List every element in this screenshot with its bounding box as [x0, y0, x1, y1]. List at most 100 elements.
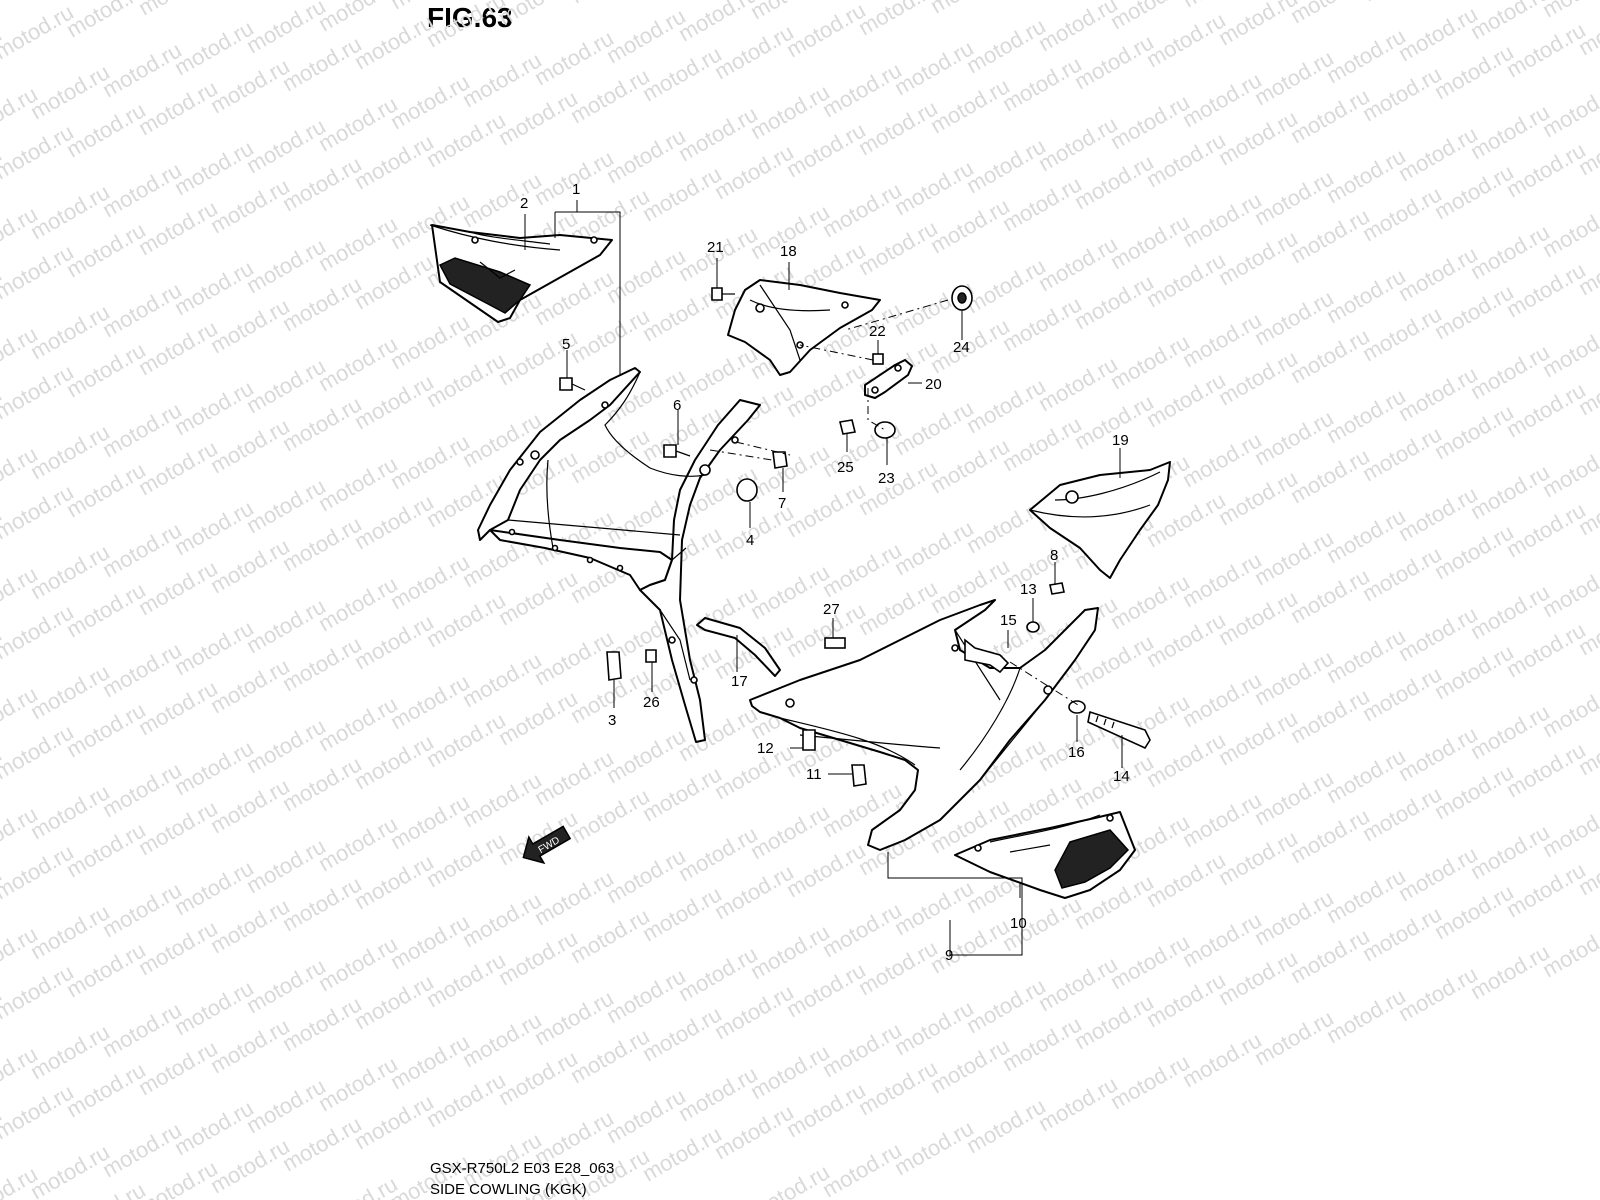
watermark-text: motod.ru: [0, 0, 78, 64]
callout-10[interactable]: 10: [1010, 915, 1027, 932]
callout-15[interactable]: 15: [1000, 612, 1017, 629]
callout-26[interactable]: 26: [643, 694, 660, 711]
watermark-text: motod.ru: [494, 565, 582, 630]
watermark-text: motod.ru: [710, 739, 798, 804]
watermark-text: motod.ru: [818, 57, 906, 122]
grommet-23[interactable]: [874, 421, 896, 439]
watermark-text: motod.ru: [1538, 437, 1600, 502]
watermark-text: motod.ru: [1034, 1071, 1122, 1136]
upper-decal[interactable]: [429, 224, 613, 323]
callout-5[interactable]: 5: [562, 336, 570, 353]
cushion-25[interactable]: [839, 419, 856, 435]
callout-16[interactable]: 16: [1068, 744, 1085, 761]
clip-13[interactable]: [1026, 621, 1040, 633]
watermark-text: motod.ru: [1034, 951, 1122, 1016]
callout-25[interactable]: 25: [837, 459, 854, 476]
callout-12[interactable]: 12: [757, 740, 774, 757]
callout-4[interactable]: 4: [746, 532, 754, 549]
callout-3[interactable]: 3: [608, 712, 616, 729]
callout-19[interactable]: 19: [1112, 432, 1129, 449]
watermark-text: motod.ru: [1322, 743, 1410, 808]
watermark-text: motod.ru: [1502, 617, 1590, 682]
watermark-text: motod.ru: [1178, 427, 1266, 492]
watermark-text: motod.ru: [98, 637, 186, 702]
watermark-text: motod.ru: [818, 897, 906, 962]
watermark-text: motod.ru: [638, 41, 726, 106]
inner-panel-18[interactable]: [727, 279, 881, 376]
watermark-text: motod.ru: [278, 151, 366, 216]
grommet-24[interactable]: [951, 285, 973, 311]
callout-17[interactable]: 17: [731, 673, 748, 690]
callout-21[interactable]: 21: [707, 239, 724, 256]
watermark-text: motod.ru: [566, 63, 654, 128]
callout-9[interactable]: 9: [945, 947, 953, 964]
screw-21[interactable]: [711, 287, 735, 301]
nut-11[interactable]: [851, 764, 867, 787]
callout-8[interactable]: 8: [1050, 547, 1058, 564]
strip-17[interactable]: [696, 617, 781, 677]
nut-3[interactable]: [606, 651, 622, 681]
callout-27[interactable]: 27: [823, 601, 840, 618]
callout-23[interactable]: 23: [878, 470, 895, 487]
watermark-text: motod.ru: [1250, 45, 1338, 110]
bolt-14[interactable]: [1087, 710, 1151, 750]
watermark-text: motod.ru: [134, 315, 222, 380]
watermark-text: motod.ru: [1250, 765, 1338, 830]
cushion-27[interactable]: [824, 637, 846, 649]
callout-22[interactable]: 22: [869, 323, 886, 340]
callout-1[interactable]: 1: [572, 181, 580, 198]
lower-decal[interactable]: [954, 811, 1136, 899]
watermark-text: motod.ru: [1034, 111, 1122, 176]
watermark-text: motod.ru: [206, 773, 294, 838]
watermark-text: motod.ru: [422, 827, 510, 892]
watermark-text: motod.ru: [962, 973, 1050, 1038]
watermark-text: motod.ru: [782, 117, 870, 182]
callout-labels: 1 2 3 4 5 6 7 8 9 10 11 12 13 14 15 16 1…: [520, 181, 1130, 964]
callout-11[interactable]: 11: [806, 766, 822, 783]
watermark-text: motod.ru: [350, 249, 438, 314]
watermark-text: motod.ru: [314, 571, 402, 636]
screw-26[interactable]: [645, 649, 657, 663]
watermark-text: motod.ru: [638, 881, 726, 946]
under-cowling[interactable]: [749, 599, 1099, 851]
watermark-text: motod.ru: [0, 479, 78, 544]
watermark-text: motod.ru: [242, 233, 330, 298]
washer-16[interactable]: [1068, 700, 1086, 714]
cushion-8[interactable]: [1049, 582, 1065, 595]
watermark-text: motod.ru: [134, 435, 222, 500]
callout-2[interactable]: 2: [520, 195, 528, 212]
grommet-4[interactable]: [736, 478, 758, 502]
nut-7[interactable]: [772, 451, 788, 469]
watermark-text: motod.ru: [98, 397, 186, 462]
inner-panel-19[interactable]: [1029, 461, 1171, 579]
screw-12[interactable]: [802, 729, 816, 751]
callout-7[interactable]: 7: [778, 495, 786, 512]
watermark-text: motod.ru: [1286, 683, 1374, 748]
callout-18[interactable]: 18: [780, 243, 797, 260]
watermark-text: motod.ru: [1142, 127, 1230, 192]
watermark-text: motod.ru: [26, 1139, 114, 1200]
watermark-text: motod.ru: [1214, 465, 1302, 530]
bolt-5[interactable]: [559, 377, 586, 391]
callout-14[interactable]: 14: [1113, 768, 1130, 785]
watermark-text: motod.ru: [26, 539, 114, 604]
watermark-text: motod.ru: [638, 161, 726, 226]
watermark-text: motod.ru: [1502, 857, 1590, 922]
watermark-text: motod.ru: [206, 893, 294, 958]
collar-15[interactable]: [964, 638, 1010, 674]
watermark-text: motod.ru: [134, 0, 222, 20]
watermark-text: motod.ru: [890, 395, 978, 460]
watermark-text: motod.ru: [998, 51, 1086, 116]
bolt-22[interactable]: [872, 353, 884, 365]
callout-24[interactable]: 24: [953, 339, 970, 356]
callout-6[interactable]: 6: [673, 397, 681, 414]
watermark-text: motod.ru: [386, 429, 474, 494]
watermark-text: motod.ru: [206, 173, 294, 238]
watermark-text: motod.ru: [674, 1061, 762, 1126]
callout-13[interactable]: 13: [1020, 581, 1037, 598]
watermark-text: motod.ru: [854, 0, 942, 40]
screw-6[interactable]: [663, 444, 691, 458]
watermark-text: motod.ru: [26, 899, 114, 964]
callout-20[interactable]: 20: [925, 376, 942, 393]
side-cowling-upper[interactable]: [477, 367, 761, 743]
